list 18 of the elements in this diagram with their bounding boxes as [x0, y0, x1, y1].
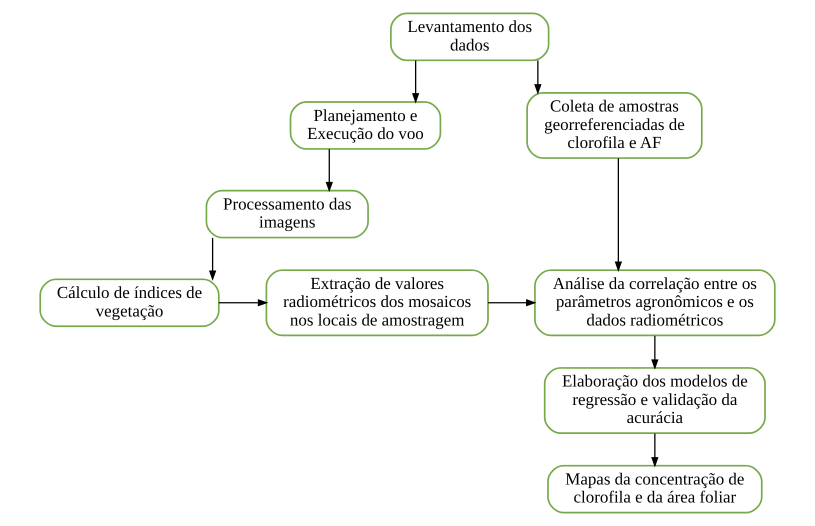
arrow [208, 238, 216, 281]
arrow [412, 60, 420, 104]
node-box: Coleta de amostras georreferenciadas de clorofila e AF [526, 92, 703, 159]
arrow [488, 299, 536, 306]
node-box: Levantamento dos dados [390, 12, 550, 62]
node-box: Cálculo de índices de vegetação [39, 278, 220, 328]
arrow [534, 60, 542, 95]
node-box: Extração de valores radiométricos dos mosaicos nos locais de amostragem [266, 269, 489, 336]
node-box: Mapas da concentração de clorofila e da área foliar [547, 464, 763, 514]
arrow [614, 158, 622, 272]
node-box: Planejamento e Execução do voo [290, 101, 442, 150]
node-box: Análise da correlação entre os parâmetros agronômicos e os dados radiométricos [534, 269, 776, 336]
arrow [651, 336, 659, 370]
arrow [326, 149, 333, 192]
arrow [218, 299, 268, 306]
node-box: Processamento das imagens [206, 190, 369, 238]
node-box: Elaboração dos modelos de regressão e validação da acurácia [544, 367, 766, 434]
arrow [651, 434, 659, 468]
